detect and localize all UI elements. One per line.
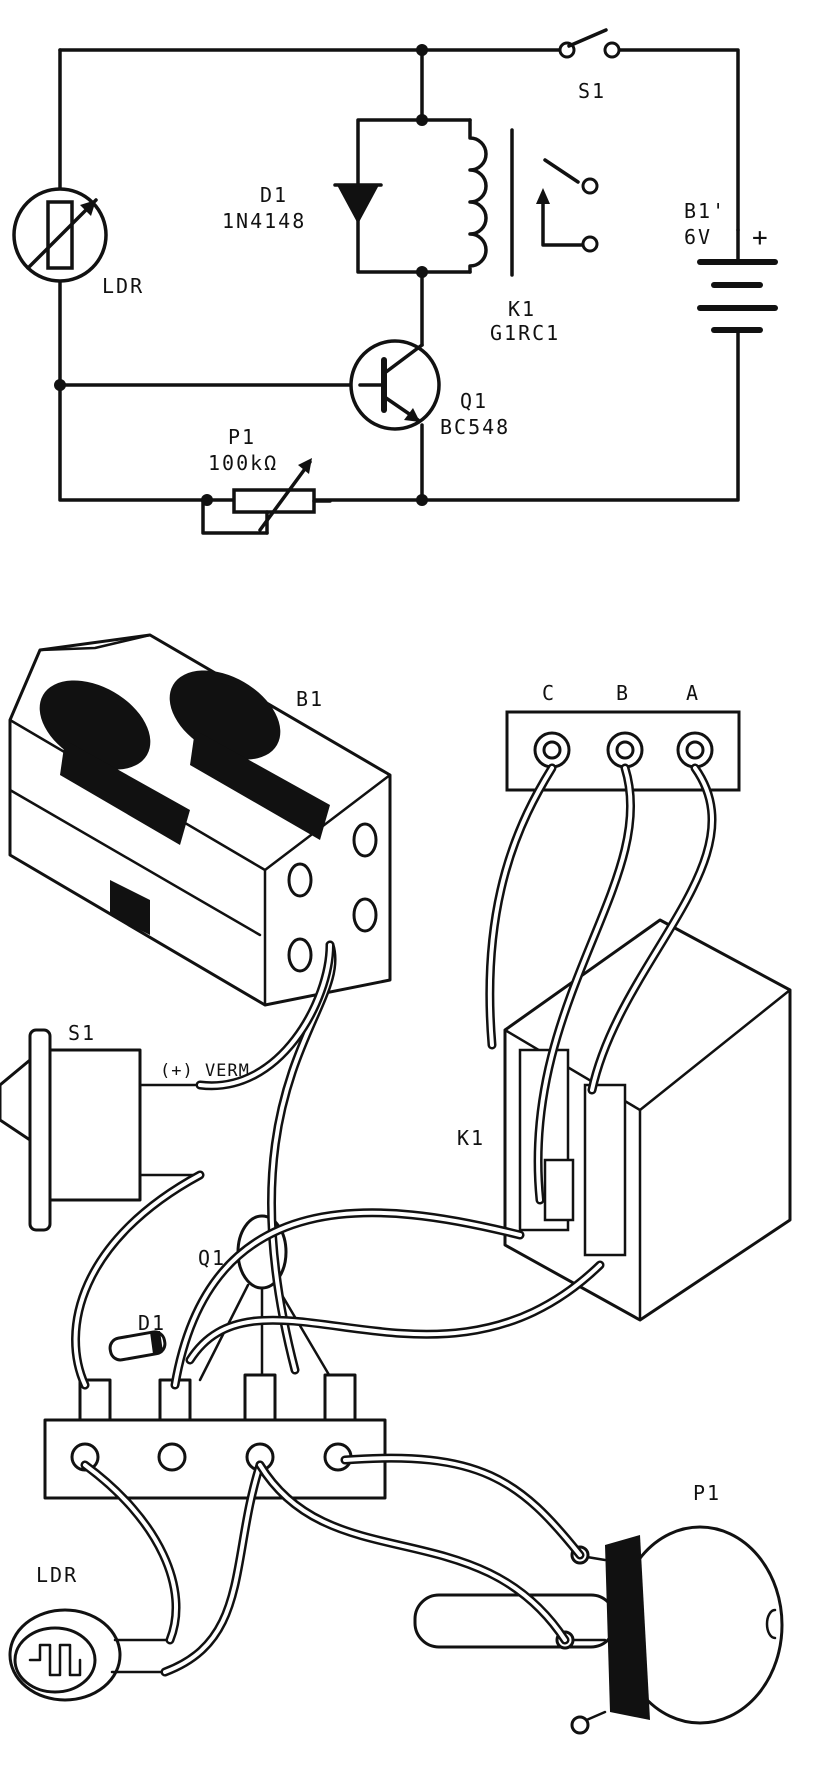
ldr-symbol: LDR	[12, 187, 144, 298]
label-d1: D1	[260, 183, 288, 207]
label-terminal-b: B	[616, 681, 630, 705]
label-relay: K1	[457, 1126, 485, 1150]
label-k1-part: G1RC1	[490, 321, 560, 345]
label-q1: Q1	[460, 389, 488, 413]
ldr-cell: LDR	[8, 1563, 172, 1702]
battery-holder: B1	[8, 633, 392, 1007]
junction-dot	[54, 379, 66, 391]
junction-dot	[416, 44, 428, 56]
wire-battery-bottom	[58, 48, 740, 502]
assembly-wires	[71, 763, 717, 1677]
label-transistor: Q1	[198, 1246, 226, 1270]
label-p1: P1	[228, 425, 256, 449]
label-potentiometer: P1	[693, 1481, 721, 1505]
transistor-q1: Q1	[198, 1214, 337, 1387]
wire-top-right	[608, 48, 740, 232]
label-ldr: LDR	[102, 274, 144, 298]
relay-coil	[468, 118, 488, 274]
potentiometer-p1-symbol: P1 100kΩ	[201, 425, 332, 535]
label-ldr-cell: LDR	[36, 1563, 78, 1587]
switch-s1-symbol: S1	[558, 28, 621, 103]
label-b1: B1'	[684, 199, 726, 223]
transistor-q1-symbol: Q1 BC548	[349, 339, 510, 439]
label-p1-value: 100kΩ	[208, 451, 278, 475]
diode-d1-symbol: D1 1N4148	[222, 183, 383, 233]
battery-b1-symbol: B1' 6V +	[684, 199, 778, 333]
label-k1: K1	[508, 297, 536, 321]
label-b1-polarity: +	[752, 223, 770, 253]
label-q1-part: BC548	[440, 415, 510, 439]
label-terminal-c: C	[542, 681, 556, 705]
label-s1: S1	[578, 79, 606, 103]
label-b1-value: 6V	[684, 225, 712, 249]
label-switch-wire: (+) VERM.	[160, 1061, 261, 1081]
relay-contact-arm	[543, 158, 580, 184]
toggle-switch-s1: S1 (+) VERM.	[0, 1021, 261, 1232]
label-terminal-a: A	[686, 681, 700, 705]
terminal-strip	[43, 1373, 387, 1500]
assembly-drawing: B1 C B A K1	[0, 633, 792, 1735]
circuit-schematic: S1 D1 1N4148 K1 G1RC1 LDR	[12, 28, 778, 535]
diode-d1: D1	[108, 1311, 167, 1362]
label-battery-holder: B1	[296, 687, 324, 711]
junction-dot	[416, 494, 428, 506]
label-d1-part: 1N4148	[222, 209, 306, 233]
diode-relay-frame	[356, 118, 472, 274]
potentiometer-p1: P1	[413, 1481, 784, 1735]
label-diode: D1	[138, 1311, 166, 1335]
relay-k1-symbol: K1 G1RC1	[468, 118, 599, 345]
relay-k1: K1	[457, 918, 792, 1322]
label-switch: S1	[68, 1021, 96, 1045]
